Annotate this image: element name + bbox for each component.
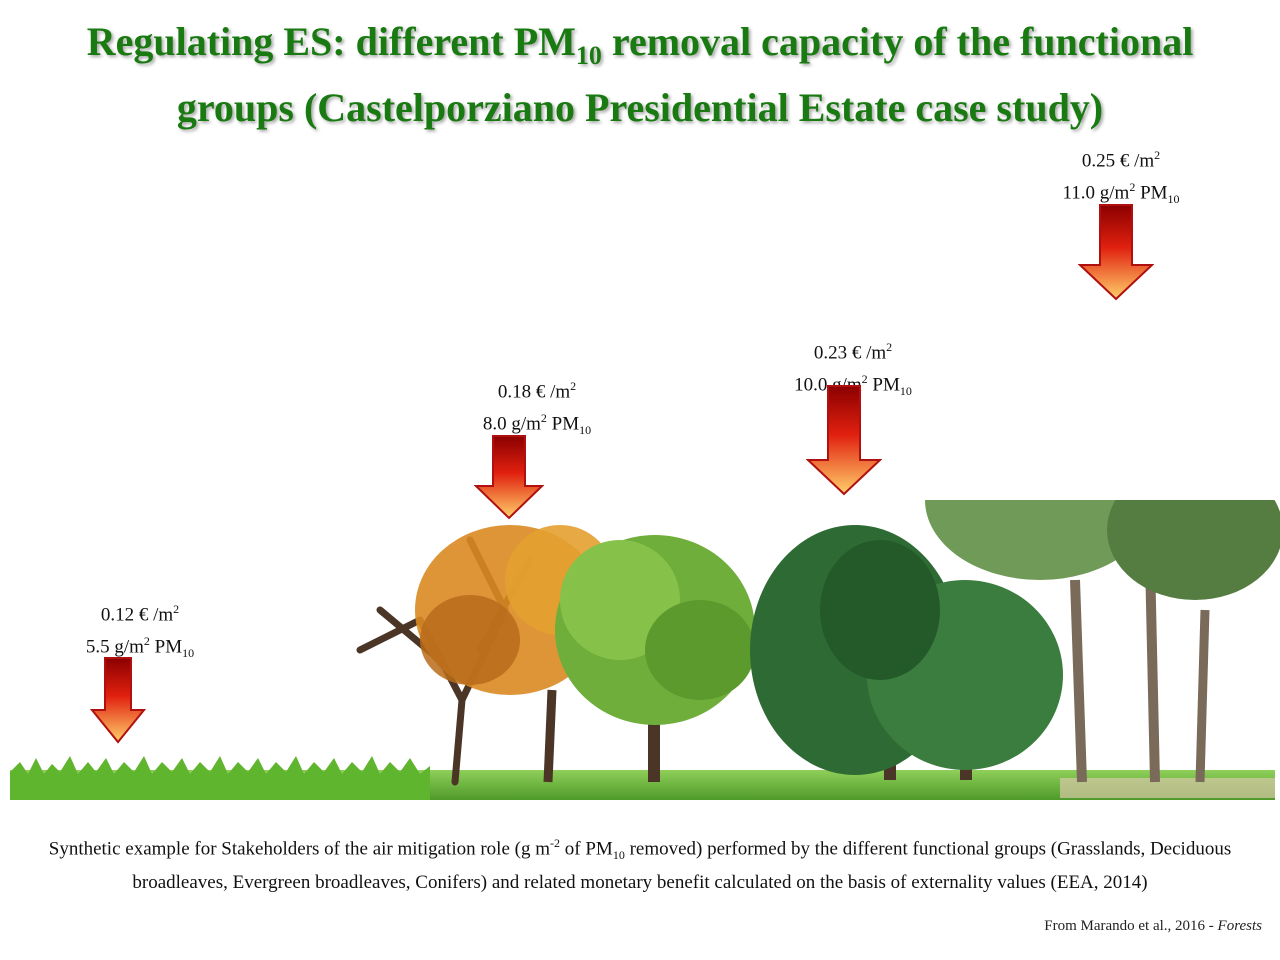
sup: 2 [1154, 148, 1161, 162]
deciduous-tree-icon [356, 525, 615, 786]
title-prefix: Regulating ES: different PM [86, 19, 576, 64]
sup: 2 [143, 634, 150, 649]
unit: PM [867, 374, 900, 396]
sub: 10 [579, 423, 592, 438]
dry-ground [1060, 778, 1275, 798]
sup: 2 [1129, 180, 1136, 195]
unit: PM [149, 636, 183, 658]
conifer-tree-icon [925, 500, 1280, 783]
sup: 2 [570, 379, 577, 393]
unit: PM [1135, 182, 1168, 204]
grassland-arrow-icon [90, 657, 146, 744]
evergreen-value: 0.23 € /m [813, 342, 887, 364]
sub: 10 [899, 384, 912, 399]
grassland-value: 0.12 € /m [100, 604, 174, 626]
sub: 10 [182, 646, 195, 661]
caption-part-3: removed) performed by the different func… [132, 838, 1232, 894]
sub: 10 [1167, 192, 1180, 207]
conifer-value: 0.25 € /m [1081, 150, 1155, 172]
sup: 2 [540, 411, 547, 426]
evergreen-tree-icon [750, 525, 1063, 780]
caption-part-1: Synthetic example for Stakeholders of th… [48, 838, 551, 860]
conifer-removal: 11.0 g/m [1062, 182, 1130, 204]
deciduous-removal: 8.0 g/m [482, 413, 541, 435]
evergreen-arrow-icon [806, 385, 882, 496]
caption-subscript: 10 [612, 848, 625, 863]
grassland-removal: 5.5 g/m [85, 636, 144, 658]
title-subscript: 10 [575, 41, 602, 70]
figure-caption: Synthetic example for Stakeholders of th… [20, 829, 1260, 897]
deciduous-value: 0.18 € /m [497, 381, 571, 403]
conifer-arrow-icon [1078, 204, 1154, 301]
conifer-label: 0.25 € /m2 11.0 g/m2 PM10 [1036, 142, 1206, 213]
light-broadleaf-tree-icon [555, 535, 755, 782]
slide-title: Regulating ES: different PM10 removal ca… [0, 16, 1280, 134]
sup: 2 [173, 602, 180, 616]
title-line-2: groups (Castelporziano Presidential Esta… [176, 85, 1104, 130]
deciduous-arrow-icon [474, 435, 544, 520]
caption-superscript: -2 [550, 836, 561, 850]
deciduous-label: 0.18 € /m2 8.0 g/m2 PM10 [452, 373, 622, 444]
sup: 2 [861, 372, 868, 387]
title-suffix: removal capacity of the functional [601, 19, 1194, 64]
grassland-label: 0.12 € /m2 5.5 g/m2 PM10 [55, 596, 225, 667]
source-credit: From Marando et al., 2016 - Forests [1044, 918, 1262, 935]
unit: PM [546, 413, 580, 435]
sup: 2 [886, 340, 893, 354]
title-line-1: Regulating ES: different PM10 removal ca… [0, 16, 1280, 82]
grass-icon [10, 756, 430, 800]
credit-journal: Forests [1217, 918, 1262, 934]
credit-text: From Marando et al., 2016 - [1044, 918, 1218, 934]
vegetation-illustration [10, 500, 1280, 800]
caption-part-2: of PM [560, 838, 613, 860]
